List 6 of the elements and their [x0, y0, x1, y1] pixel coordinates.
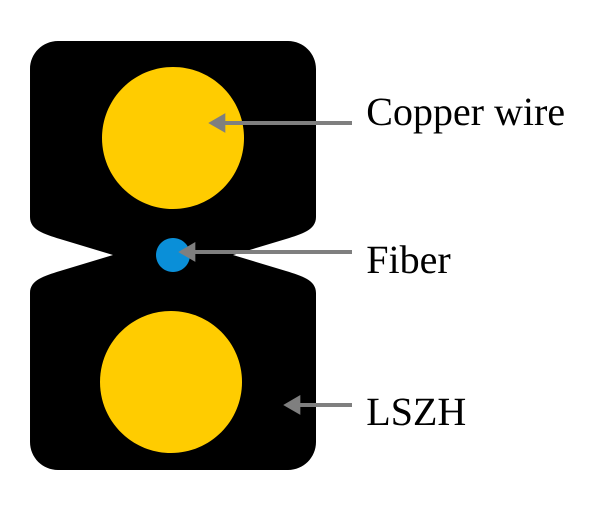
- copper-wire-circle: [100, 311, 242, 453]
- fiber-circle: [156, 238, 190, 272]
- callout-label: Copper wire: [368, 98, 564, 134]
- callout-label: Fiber: [367, 245, 450, 274]
- copper-wire-circle: [102, 67, 244, 209]
- callout-label: LSZH: [367, 398, 466, 426]
